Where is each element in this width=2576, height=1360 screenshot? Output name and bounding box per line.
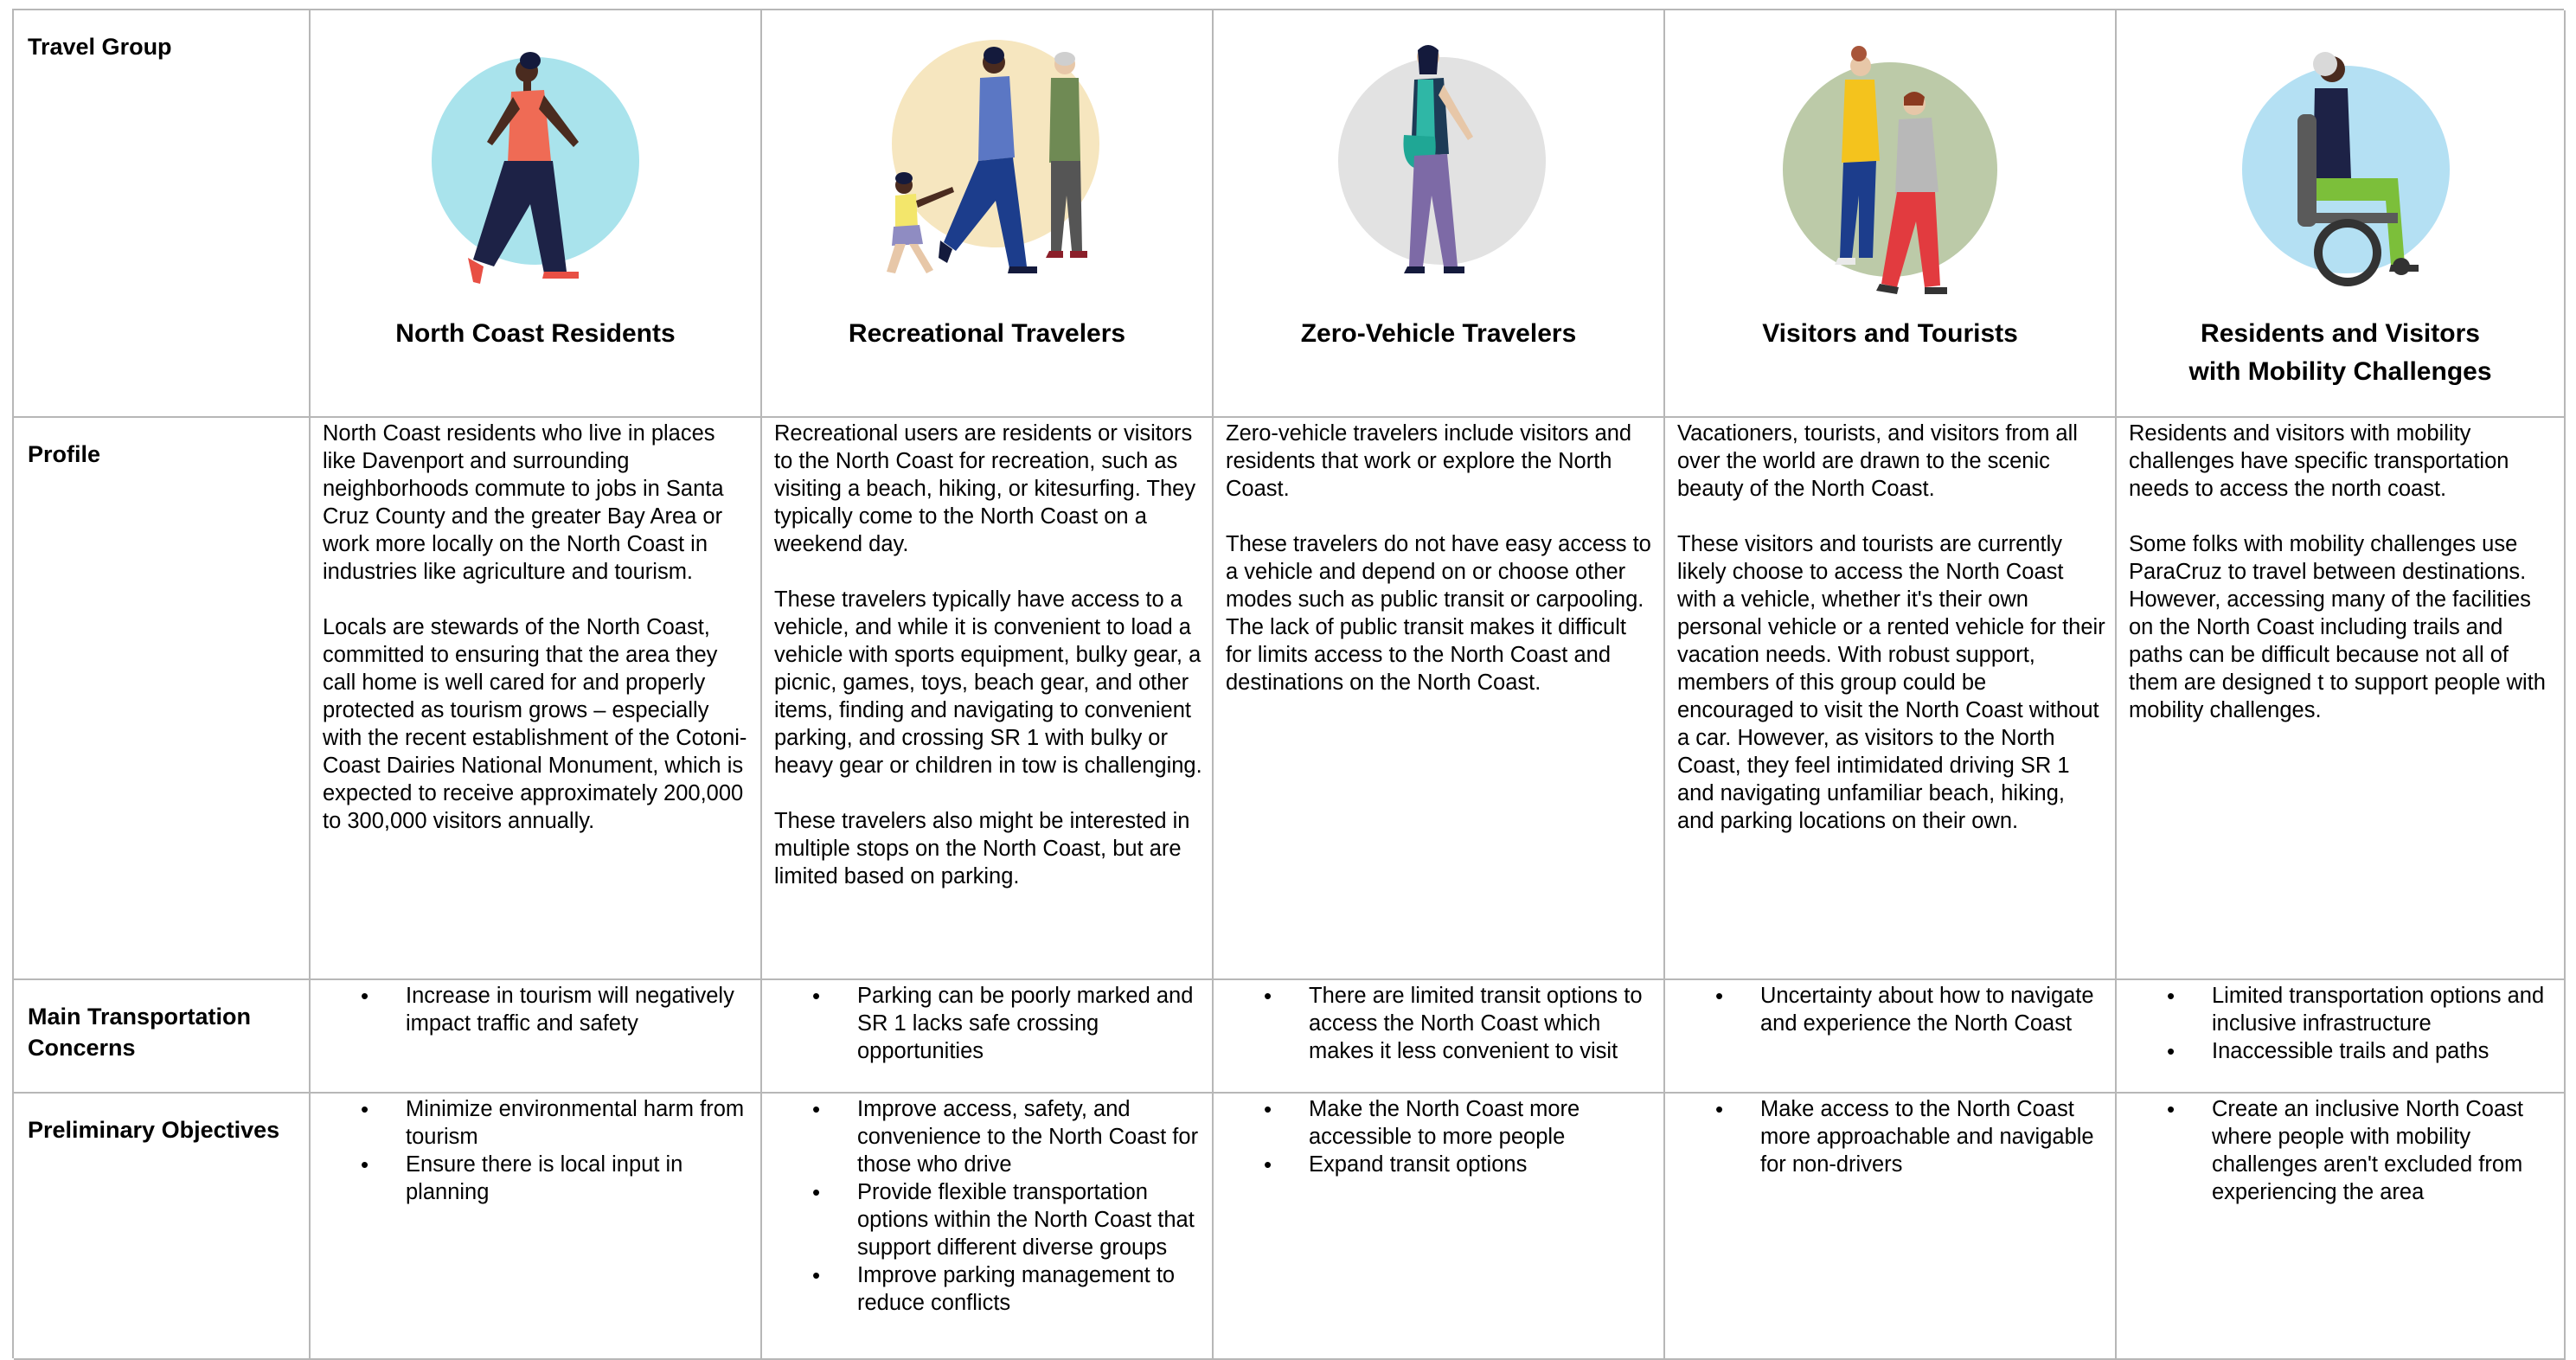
profile-mobility-challenges: Residents and visitors with mobility cha… [2117,418,2566,980]
profile-paragraph: Residents and visitors with mobility cha… [2129,421,2509,501]
profile-paragraph: Zero-vehicle travelers include visitors … [1226,421,1632,501]
group-title: Residents and Visitors with Mobility Cha… [2188,319,2492,386]
profile-recreational-travelers: Recreational users are residents or visi… [762,418,1214,980]
profile-paragraph: These travelers also might be interested… [774,809,1190,888]
group-visitors-and-tourists: Visitors and Tourists [1665,10,2117,418]
list-item: Ensure there is local input in planning [361,1151,755,1206]
concerns-recreational-travelers: Parking can be poorly marked and SR 1 la… [762,980,1214,1094]
concerns-mobility-challenges: Limited transportation options and inclu… [2117,980,2566,1094]
group-north-coast-residents: North Coast Residents [311,10,762,418]
list-item: Make access to the North Coast more appr… [1715,1095,2110,1178]
list-item: There are limited transit options to acc… [1264,982,1658,1065]
profile-paragraph: Recreational users are residents or visi… [774,421,1196,556]
objectives-visitors-and-tourists: Make access to the North Coast more appr… [1665,1094,2117,1360]
row-header-profile: Profile [14,418,311,980]
objectives-zero-vehicle-travelers: Make the North Coast more accessible to … [1214,1094,1665,1360]
group-mobility-challenges: Residents and Visitors with Mobility Cha… [2117,10,2566,418]
list-item: Improve parking management to reduce con… [812,1261,1207,1317]
profile-paragraph: These visitors and tourists are currentl… [1677,532,2105,833]
profile-paragraph: Vacationers, tourists, and visitors from… [1677,421,2078,501]
list-item: Make the North Coast more accessible to … [1264,1095,1658,1151]
profile-north-coast-residents: North Coast residents who live in places… [311,418,762,980]
group-title: Recreational Travelers [848,319,1126,348]
profile-paragraph: North Coast residents who live in places… [323,421,724,584]
list-item: Limited transportation options and inclu… [2167,982,2559,1037]
group-title: Visitors and Tourists [1762,319,2018,348]
walking-woman-icon [432,52,639,284]
list-item: Uncertainty about how to navigate and ex… [1715,982,2110,1037]
list-item: Expand transit options [1264,1151,1658,1178]
list-item: Improve access, safety, and convenience … [812,1095,1207,1178]
row-header-concerns: Main Transportation Concerns [14,980,311,1094]
group-title: Zero-Vehicle Travelers [1300,319,1577,348]
list-item: Minimize environmental harm from tourism [361,1095,755,1151]
profile-paragraph: Some folks with mobility challenges use … [2129,532,2546,722]
objectives-recreational-travelers: Improve access, safety, and convenience … [762,1094,1214,1360]
objectives-mobility-challenges: Create an inclusive North Coast where pe… [2117,1094,2566,1360]
profile-paragraph: Locals are stewards of the North Coast, … [323,615,747,833]
row-header-travel-group: Travel Group [14,10,311,418]
family-walking-icon [887,40,1099,273]
concerns-zero-vehicle-travelers: There are limited transit options to acc… [1214,980,1665,1094]
profile-paragraph: These travelers do not have easy access … [1226,532,1651,695]
profile-visitors-and-tourists: Vacationers, tourists, and visitors from… [1665,418,2117,980]
list-item: Increase in tourism will negatively impa… [361,982,755,1037]
group-title: North Coast Residents [395,319,676,348]
list-item: Create an inclusive North Coast where pe… [2167,1095,2559,1206]
travel-group-table: Travel Group North Coast Residents [12,9,2566,1360]
row-header-objectives: Preliminary Objectives [14,1094,311,1360]
profile-paragraph: These travelers typically have access to… [774,587,1202,778]
concerns-north-coast-residents: Increase in tourism will negatively impa… [311,980,762,1094]
group-recreational-travelers: Recreational Travelers [762,10,1214,418]
group-zero-vehicle-travelers: Zero-Vehicle Travelers [1214,10,1665,418]
profile-zero-vehicle-travelers: Zero-vehicle travelers include visitors … [1214,418,1665,980]
objectives-north-coast-residents: Minimize environmental harm from tourism… [311,1094,762,1360]
list-item: Provide flexible transportation options … [812,1178,1207,1261]
wheelchair-user-icon [2241,52,2450,286]
concerns-visitors-and-tourists: Uncertainty about how to navigate and ex… [1665,980,2117,1094]
list-item: Parking can be poorly marked and SR 1 la… [812,982,1207,1065]
list-item: Inaccessible trails and paths [2167,1037,2559,1065]
tourist-couple-icon [1783,46,1997,294]
walking-traveler-icon [1338,45,1546,273]
